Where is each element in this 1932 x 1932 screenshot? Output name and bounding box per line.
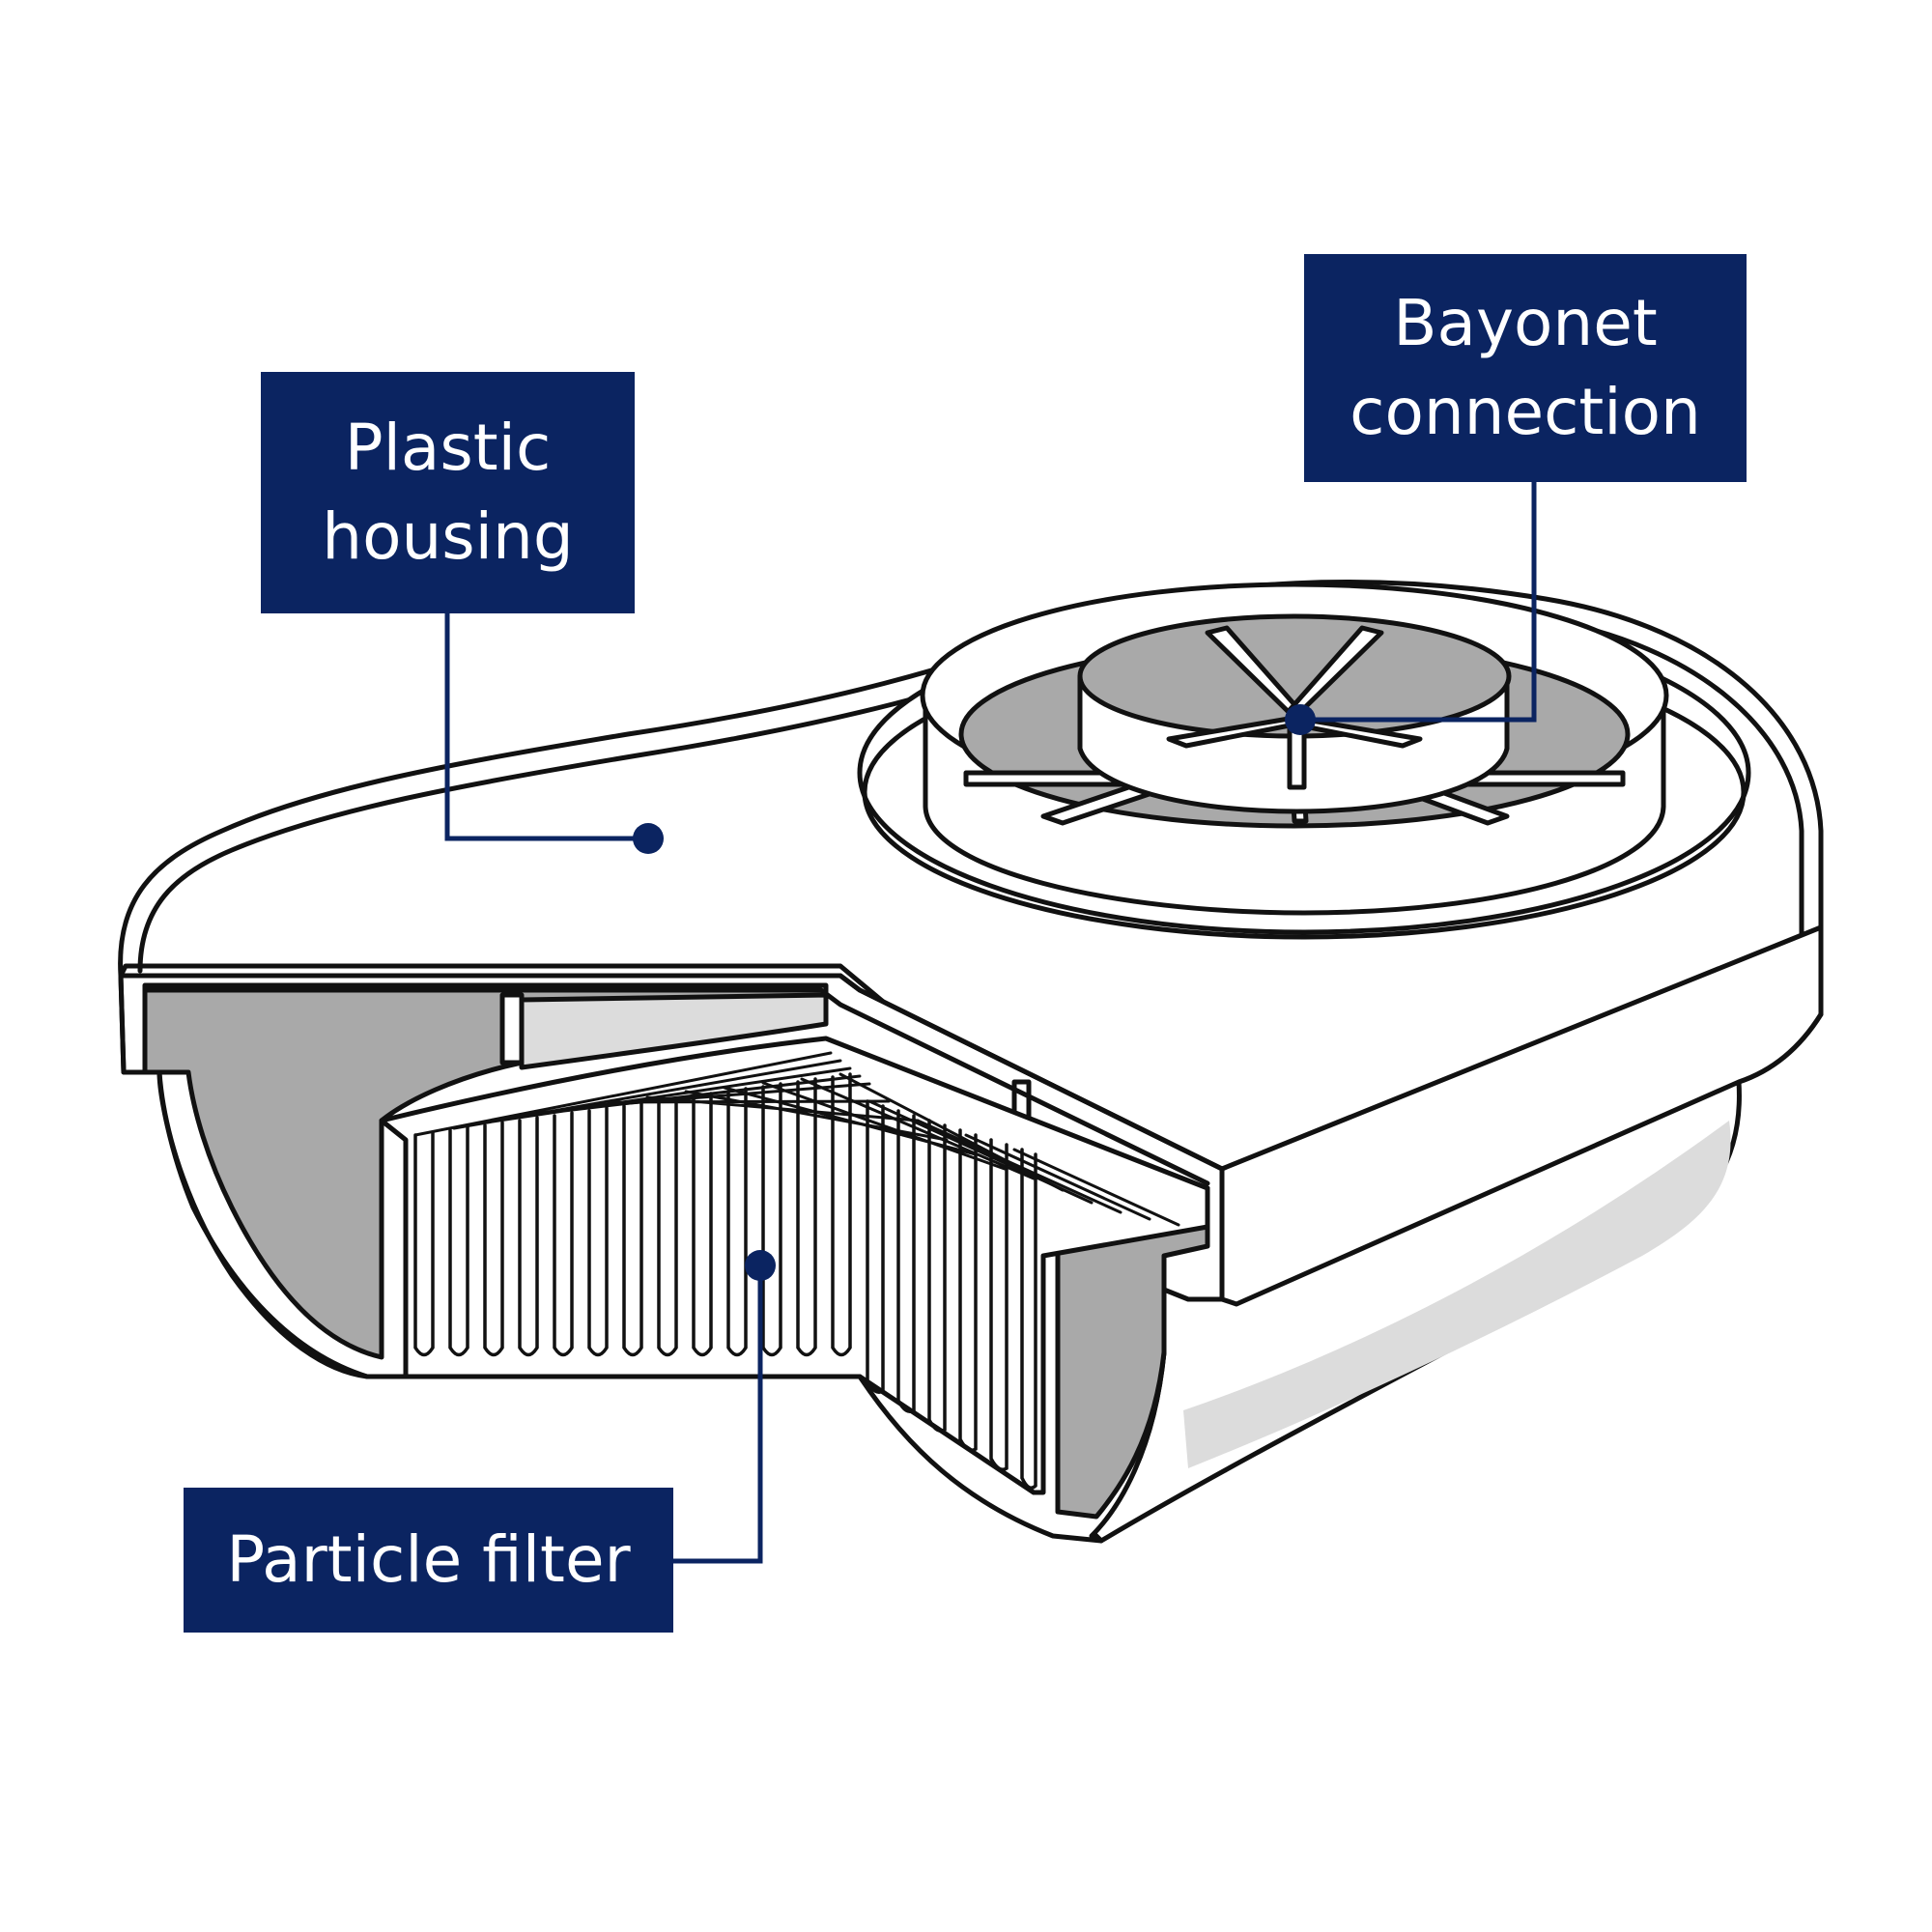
- bayonet-hub-cross: [1166, 625, 1423, 790]
- dot-plastic-housing: [633, 823, 664, 854]
- filter-pleats-top: [413, 1051, 1180, 1227]
- dot-bayonet-connection: [1285, 704, 1316, 735]
- filter-pleats-front: [413, 1072, 1037, 1490]
- label-plastic-housing-line1: Plastic: [344, 411, 552, 485]
- callout-leaders: [444, 482, 1537, 1564]
- label-particle-filter-text: Particle filter: [226, 1522, 631, 1597]
- leader-bayonet-connection: [1302, 482, 1537, 723]
- dot-particle-filter: [745, 1250, 776, 1281]
- interior-cavity-left: [142, 982, 829, 1360]
- interior-cavity-right: [1040, 1185, 1210, 1520]
- callout-dots: [633, 704, 1316, 1281]
- label-bayonet-connection-line2: connection: [1350, 375, 1701, 449]
- label-plastic-housing-line2: housing: [322, 499, 574, 574]
- label-particle-filter: Particle filter: [184, 1488, 673, 1633]
- leader-particle-filter: [673, 1265, 763, 1564]
- label-plastic-housing: Plastic housing: [261, 372, 635, 613]
- housing-left-side: [118, 973, 863, 1379]
- housing-lower-shadow: [1183, 1121, 1731, 1468]
- housing-wall-right: [1219, 924, 1824, 1307]
- label-bayonet-connection-line1: Bayonet: [1393, 286, 1658, 360]
- interior-divider: [499, 992, 525, 1065]
- cutaway-inner-edge: [142, 987, 1210, 1186]
- label-bayonet-connection: Bayonet connection: [1304, 254, 1747, 482]
- cutaway-edge-line: [118, 973, 1225, 1172]
- leader-plastic-housing: [444, 613, 648, 841]
- interior-top-ledge: [519, 992, 829, 1070]
